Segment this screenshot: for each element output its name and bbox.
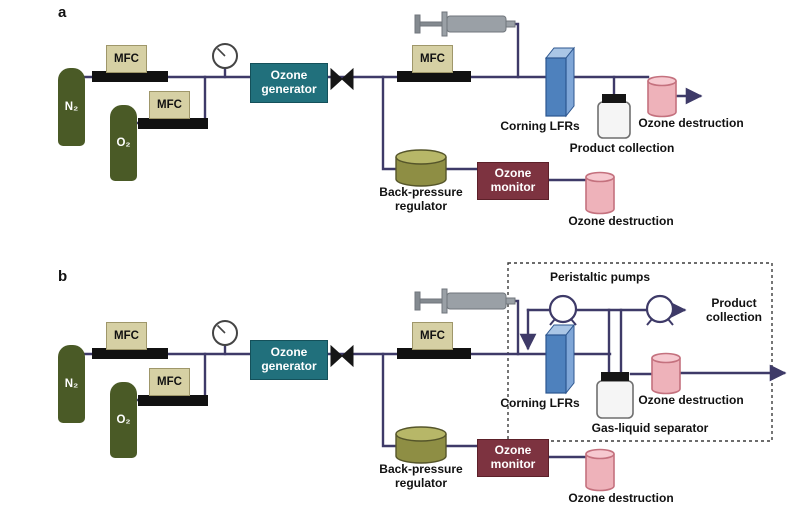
o2-label: O₂ <box>116 414 131 426</box>
ozone-monitor-label: Ozone monitor <box>490 166 536 194</box>
panel-b-label: b <box>58 268 68 285</box>
peristaltic-pump-icon <box>548 294 578 326</box>
ozone-destruction-cylinder <box>647 75 677 118</box>
ozone-destruction-cylinder <box>651 352 681 395</box>
recycle-module-dashed-box <box>507 262 773 442</box>
product-collection-label: Product collection <box>705 296 762 325</box>
product-collection-label: Product collection <box>569 141 675 155</box>
mfc-box: MFC <box>149 91 190 119</box>
ozone-destruction-label: Ozone destruction <box>568 491 674 505</box>
n2-cylinder: N₂ <box>58 345 85 423</box>
mfc-label: MFC <box>114 330 139 342</box>
mfc-label: MFC <box>420 53 445 65</box>
back-pressure-regulator-icon <box>395 149 447 187</box>
mfc-box: MFC <box>412 322 453 350</box>
pressure-gauge-icon <box>212 320 238 356</box>
mfc-box: MFC <box>149 368 190 396</box>
mfc-label: MFC <box>420 330 445 342</box>
ozone-destruction-label: Ozone destruction <box>638 393 744 407</box>
back-pressure-regulator-label: Back-pressure regulator <box>379 185 463 214</box>
corning-lfr-icon <box>544 323 576 395</box>
mfc-line-bar <box>397 71 471 82</box>
mfc-line-bar <box>92 71 168 82</box>
ozone-generator-box: Ozone generator <box>250 63 328 103</box>
mfc-label: MFC <box>114 53 139 65</box>
pressure-gauge-icon <box>212 43 238 79</box>
valve-icon <box>330 67 354 91</box>
ozone-monitor-label: Ozone monitor <box>490 443 536 471</box>
panel-a-label: a <box>58 4 67 21</box>
ozone-generator-label: Ozone generator <box>261 68 317 96</box>
back-pressure-regulator-label: Back-pressure regulator <box>379 462 463 491</box>
gas-liquid-separator-label: Gas-liquid separator <box>591 421 709 435</box>
ozone-monitor-box: Ozone monitor <box>477 162 549 200</box>
corning-lfr-icon <box>544 46 576 118</box>
mfc-label: MFC <box>157 99 182 111</box>
syringe-pump-icon <box>414 11 520 79</box>
mfc-line-bar <box>397 348 471 359</box>
peristaltic-pump-icon <box>645 294 675 326</box>
syringe-pump-icon <box>414 288 520 356</box>
n2-label: N₂ <box>64 378 79 390</box>
mfc-box: MFC <box>106 322 147 350</box>
product-collection-jar <box>597 94 631 139</box>
ozone-monitor-box: Ozone monitor <box>477 439 549 477</box>
o2-cylinder: O₂ <box>110 105 137 181</box>
mfc-line-bar <box>138 395 208 406</box>
ozone-destruction-label: Ozone destruction <box>568 214 674 228</box>
back-pressure-regulator-icon <box>395 426 447 464</box>
corning-lfrs-label: Corning LFRs <box>500 396 580 410</box>
mfc-line-bar <box>138 118 208 129</box>
mfc-box: MFC <box>106 45 147 73</box>
gas-liquid-separator-jar <box>596 372 634 419</box>
ozone-generator-label: Ozone generator <box>261 345 317 373</box>
mfc-label: MFC <box>157 376 182 388</box>
corning-lfrs-label: Corning LFRs <box>500 119 580 133</box>
o2-label: O₂ <box>116 137 131 149</box>
ozone-generator-box: Ozone generator <box>250 340 328 380</box>
o2-cylinder: O₂ <box>110 382 137 458</box>
mfc-line-bar <box>92 348 168 359</box>
valve-icon <box>330 344 354 368</box>
n2-label: N₂ <box>64 101 79 113</box>
ozone-destruction-cylinder <box>585 448 615 492</box>
ozone-destruction-cylinder <box>585 171 615 215</box>
ozone-destruction-label: Ozone destruction <box>638 116 744 130</box>
mfc-box: MFC <box>412 45 453 73</box>
n2-cylinder: N₂ <box>58 68 85 146</box>
peristaltic-pumps-label: Peristaltic pumps <box>549 270 651 284</box>
